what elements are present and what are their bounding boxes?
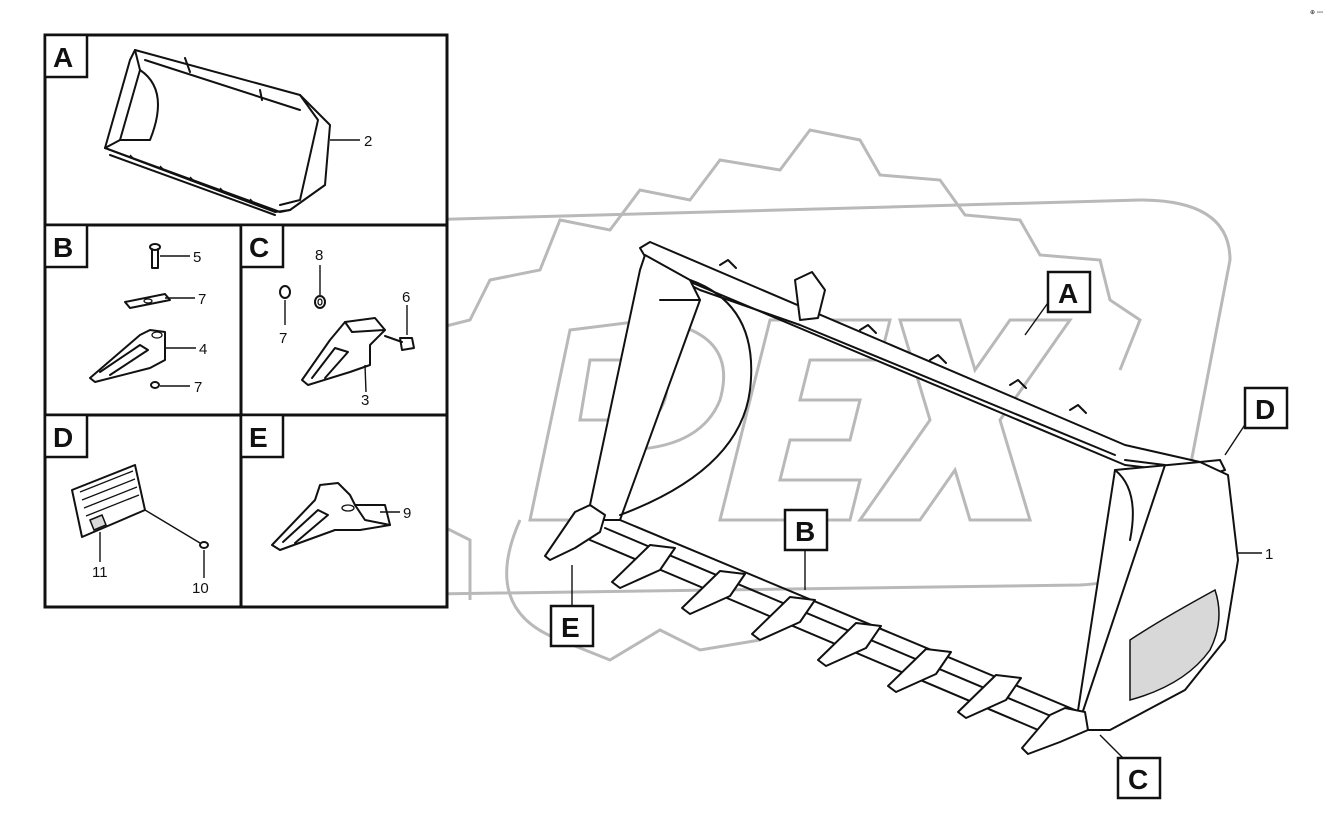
panel-a-tag: A bbox=[53, 42, 73, 73]
panel-c-tag: C bbox=[249, 232, 269, 263]
panel-a: A 2 bbox=[43, 33, 449, 227]
main-part-number: 1 bbox=[1265, 546, 1273, 563]
panel-b-number-4: 7 bbox=[194, 379, 202, 396]
panel-d-tag: D bbox=[53, 422, 73, 453]
panel-d-number-2: 10 bbox=[192, 580, 209, 597]
panel-c-number-2: 6 bbox=[402, 289, 410, 306]
panel-a-number-1: 2 bbox=[364, 133, 372, 150]
main-callout-c: C bbox=[1128, 764, 1148, 795]
main-callout-e: E bbox=[561, 612, 580, 643]
panel-b: B 5 7 4 7 bbox=[43, 223, 243, 417]
panel-b-number-2: 7 bbox=[198, 291, 206, 308]
bucket-teeth-row bbox=[611, 544, 1022, 719]
panel-b-number-1: 5 bbox=[193, 249, 201, 266]
panel-b-number-3: 4 bbox=[199, 341, 207, 358]
panel-c-number-4: 3 bbox=[361, 392, 369, 409]
tooth-bolt-drawing bbox=[89, 243, 171, 389]
panel-d-number-1: 11 bbox=[92, 564, 108, 581]
panel-d: D 11 10 bbox=[43, 413, 243, 609]
bucket-small-drawing bbox=[104, 49, 331, 216]
tooth-adapter-drawing bbox=[279, 285, 415, 386]
panel-e-tag: E bbox=[249, 422, 268, 453]
panel-c-number-1: 8 bbox=[315, 247, 323, 264]
corner-tooth-drawing bbox=[271, 482, 391, 551]
main-callout-a: A bbox=[1058, 278, 1078, 309]
main-callouts: A B C D E 1 bbox=[549, 270, 1289, 800]
main-bucket-drawing bbox=[544, 241, 1239, 755]
panel-c-number-3: 7 bbox=[279, 330, 287, 347]
main-callout-b: B bbox=[795, 516, 815, 547]
corner-mark: ⊕ ▫▫▫ bbox=[1310, 10, 1323, 16]
decal-plate-drawing bbox=[71, 464, 209, 549]
panel-e: E 9 bbox=[239, 413, 449, 609]
main-callout-d: D bbox=[1255, 394, 1275, 425]
panel-e-number-1: 9 bbox=[403, 505, 411, 522]
panel-c: C 8 6 7 3 bbox=[239, 223, 449, 417]
panel-b-tag: B bbox=[53, 232, 73, 263]
